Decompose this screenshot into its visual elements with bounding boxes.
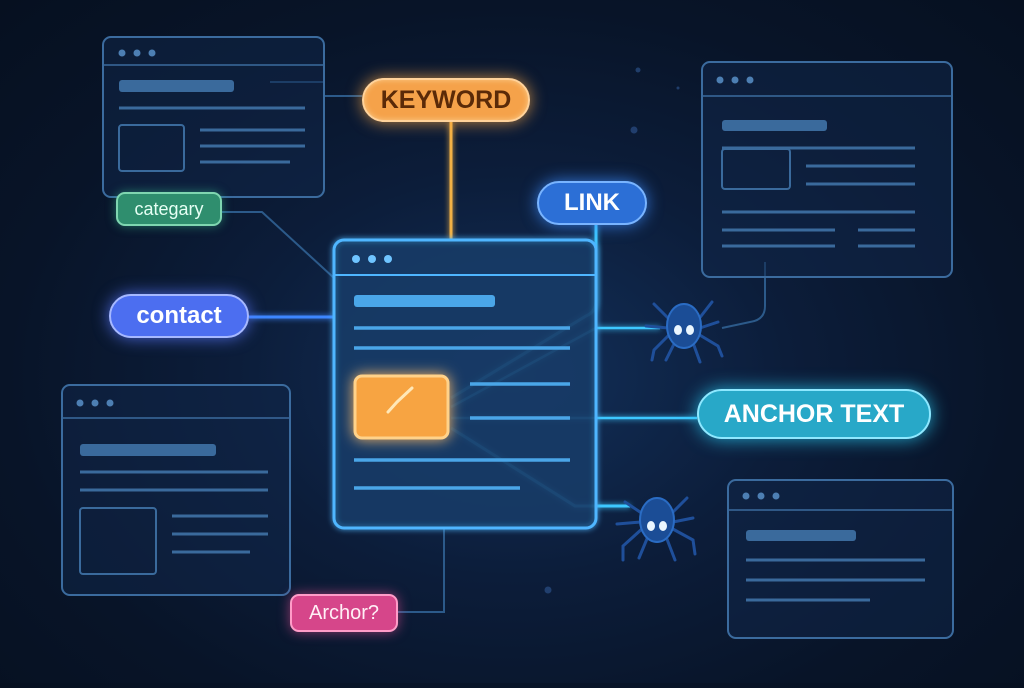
webpage-window-top-left: [102, 36, 325, 198]
background-dots: [544, 67, 680, 594]
contact-label: contact: [109, 294, 249, 338]
highlight-box: [353, 374, 450, 440]
webpage-window-bottom-right: [727, 479, 954, 639]
keyword-label: KEYWORD: [362, 78, 530, 122]
central-webpage-window: [332, 238, 598, 530]
category-label: categary: [116, 192, 222, 226]
checkmark-icon: [386, 386, 414, 414]
anchor-question-label: Archor?: [290, 594, 398, 632]
spider-icon: [615, 496, 697, 562]
webpage-window-top-right: [701, 61, 953, 278]
webpage-window-bottom-left: [61, 384, 291, 596]
spider-icon: [644, 300, 724, 364]
anchor-text-label: ANCHOR TEXT: [697, 389, 931, 439]
link-label: LINK: [537, 181, 647, 225]
